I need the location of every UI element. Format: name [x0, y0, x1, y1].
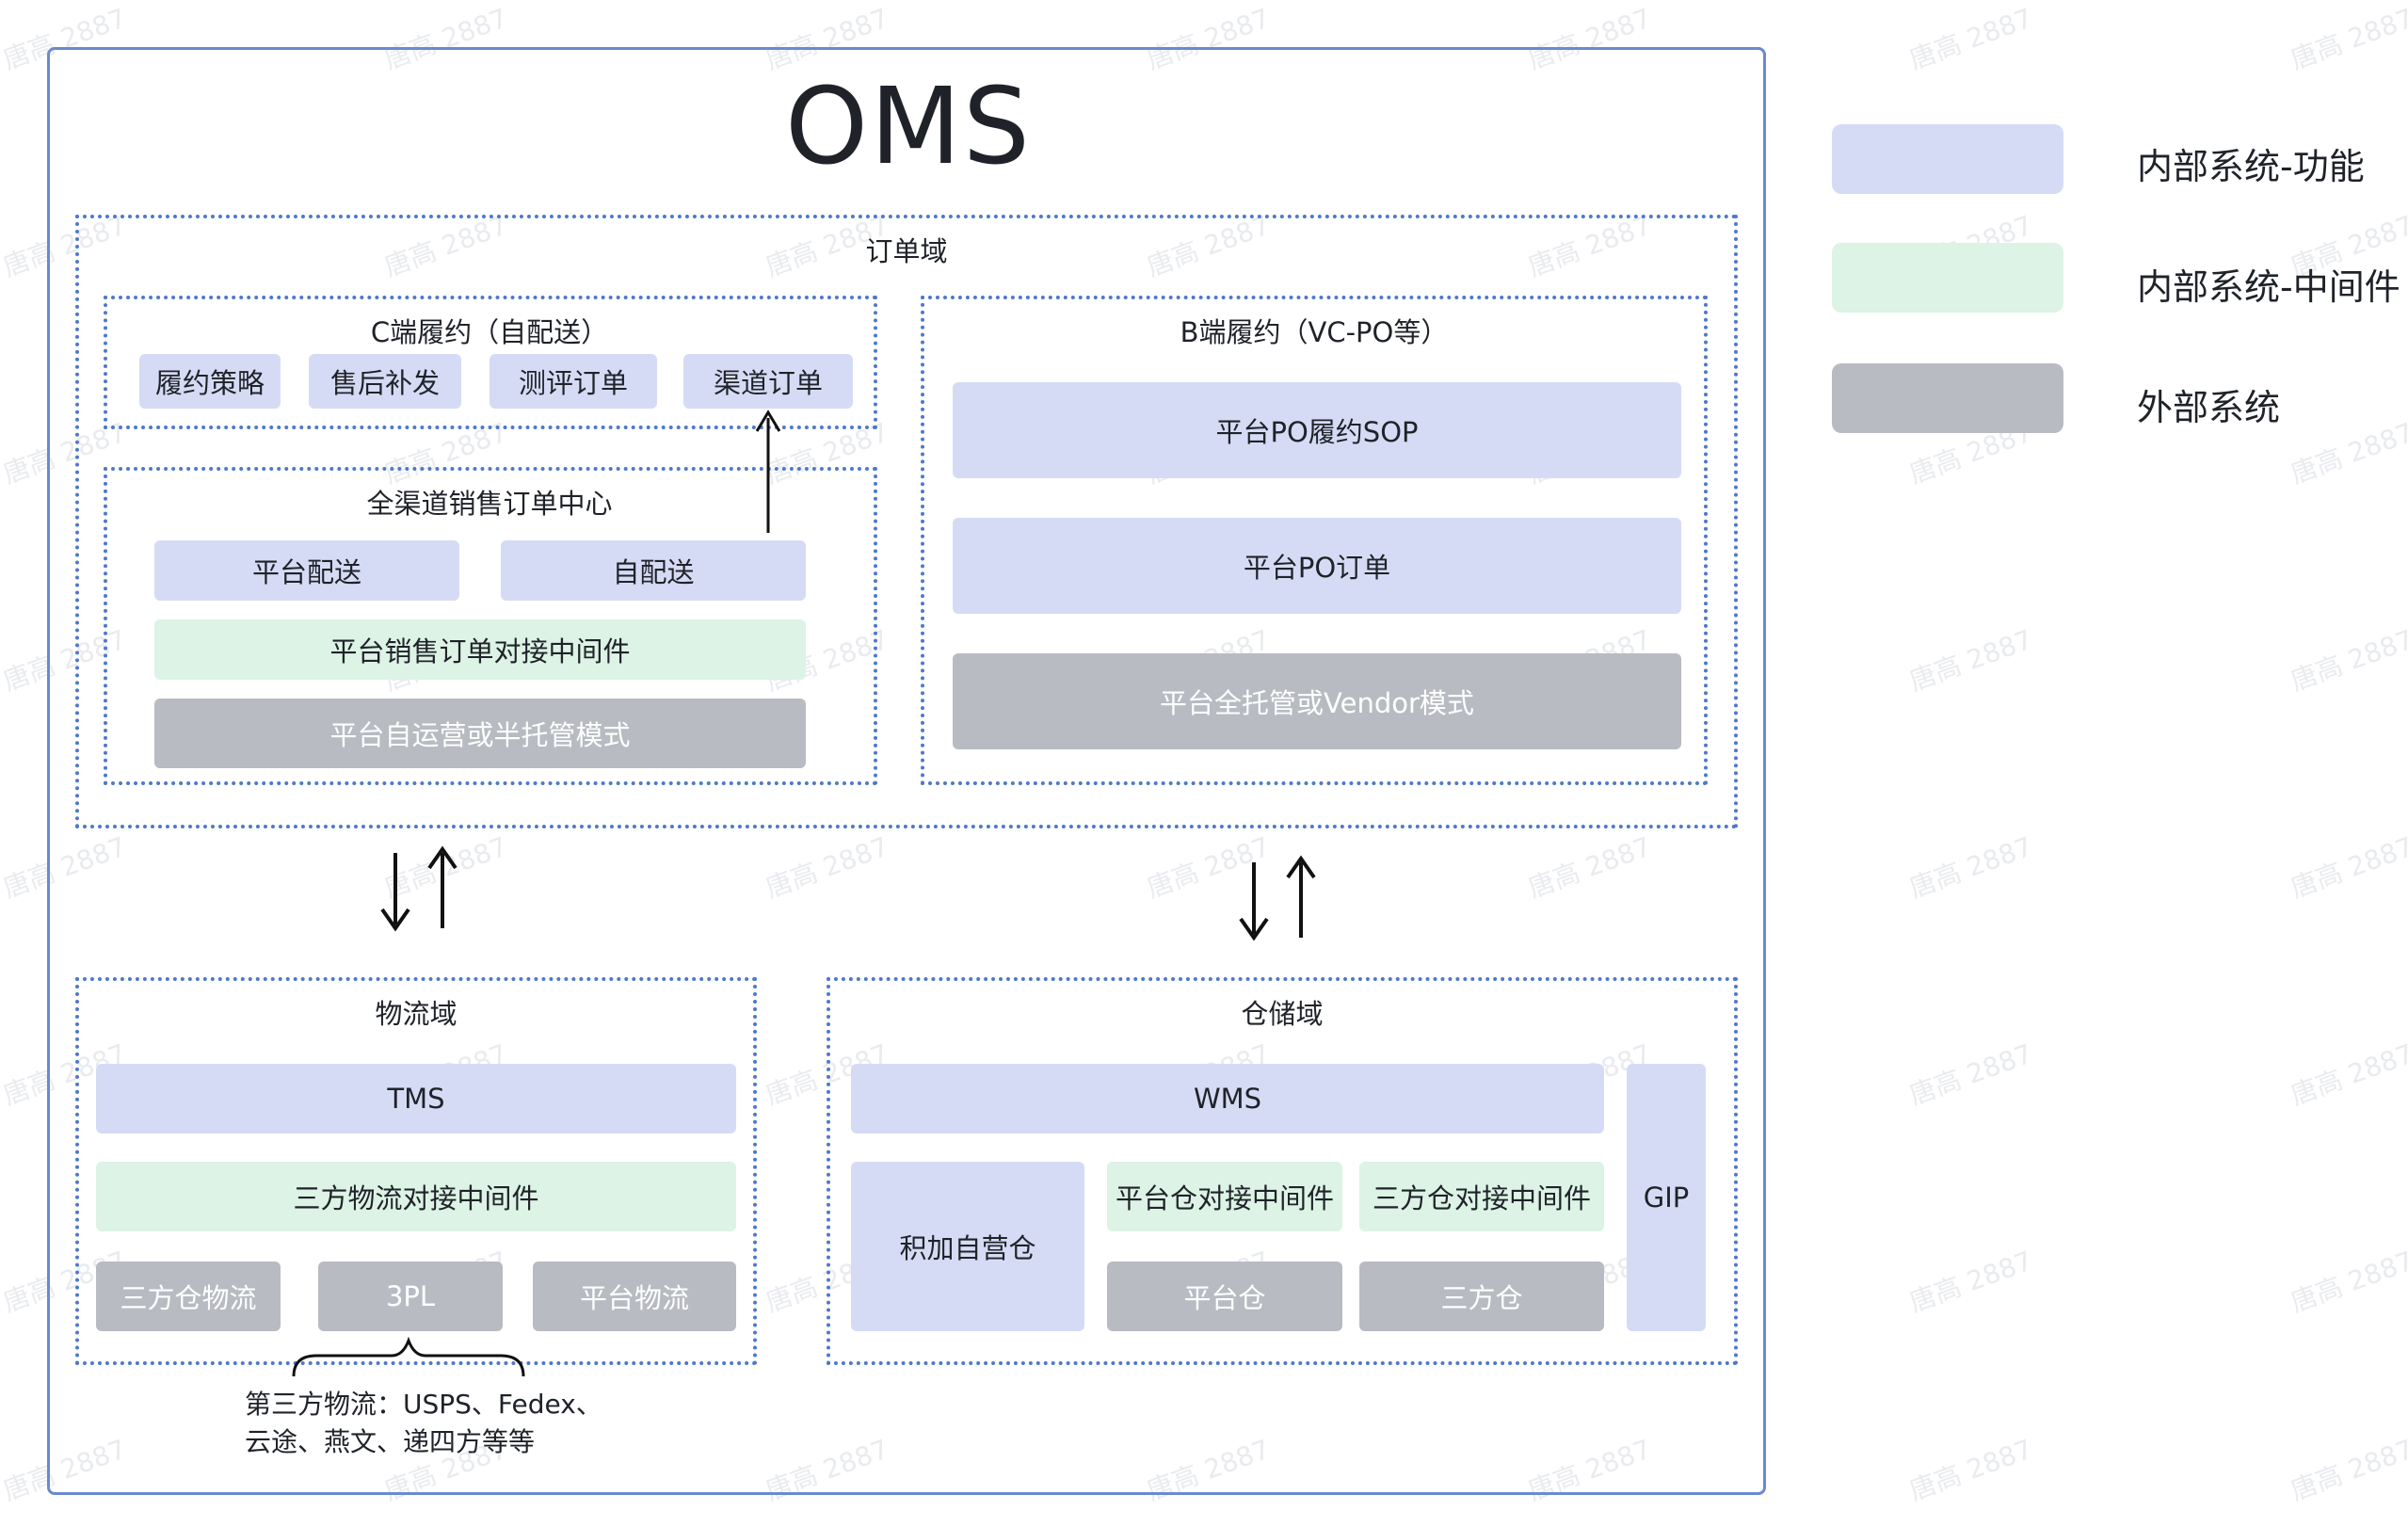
self-operated-mode-box: 平台自运营或半托管模式 [154, 699, 806, 768]
vendor-mode-box: 平台全托管或Vendor模式 [953, 653, 1681, 749]
gip-box: GIP [1627, 1064, 1706, 1331]
po-order-box: 平台PO订单 [953, 518, 1681, 614]
aftersale-reship-box: 售后补发 [309, 354, 461, 409]
third-wh-logistics-box: 三方仓物流 [96, 1262, 281, 1331]
platform-delivery-box: 平台配送 [154, 540, 459, 601]
third-wh-middleware-box: 三方仓对接中间件 [1359, 1162, 1604, 1231]
page-title: OMS [785, 66, 1032, 188]
legend-label-function: 内部系统-功能 [2137, 146, 2365, 187]
order-logistics-arrows [380, 845, 458, 932]
platform-wh-middleware-box: 平台仓对接中间件 [1107, 1162, 1342, 1231]
legend-swatch-middleware [1832, 243, 2063, 313]
self-warehouse-box: 积加自营仓 [851, 1162, 1084, 1331]
third-wh-box: 三方仓 [1359, 1262, 1604, 1331]
3pl-brace [292, 1336, 525, 1377]
b-fulfillment-group [921, 296, 1708, 785]
legend-swatch-external [1832, 363, 2063, 433]
order-domain [75, 215, 1738, 828]
channel-order-box: 渠道订单 [683, 354, 853, 409]
wms-box: WMS [851, 1064, 1604, 1133]
3pl-note-line1: 第三方物流：USPS、Fedex、 [245, 1389, 602, 1420]
warehouse-domain-label: 仓储域 [1241, 998, 1324, 1030]
logistics-domain [75, 977, 757, 1365]
c-fulfillment-label: C端履约（自配送） [370, 316, 609, 348]
legend-label-middleware: 内部系统-中间件 [2137, 266, 2400, 308]
tms-box: TMS [96, 1064, 736, 1133]
3pl-note-line2: 云途、燕文、递四方等等 [245, 1426, 536, 1457]
channel-order-arrow [755, 410, 781, 533]
logistics-domain-label: 物流域 [375, 998, 458, 1030]
omni-channel-center-group [104, 467, 877, 785]
c-fulfillment-group [104, 296, 877, 429]
self-delivery-box: 自配送 [501, 540, 806, 601]
sales-order-middleware-box: 平台销售订单对接中间件 [154, 619, 806, 680]
order-warehouse-arrows [1239, 855, 1316, 941]
warehouse-domain [827, 977, 1738, 1365]
order-domain-label: 订单域 [865, 235, 948, 267]
po-fulfillment-sop-box: 平台PO履约SOP [953, 382, 1681, 478]
platform-logistics-box: 平台物流 [533, 1262, 736, 1331]
review-order-box: 测评订单 [490, 354, 657, 409]
omni-channel-center-label: 全渠道销售订单中心 [366, 488, 613, 520]
logistics-middleware-box: 三方物流对接中间件 [96, 1162, 736, 1231]
oms-frame [47, 47, 1766, 1495]
fulfillment-strategy-box: 履约策略 [139, 354, 281, 409]
legend-swatch-function [1832, 124, 2063, 194]
3pl-note: 第三方物流：USPS、Fedex、 云途、燕文、递四方等等 [245, 1386, 602, 1461]
legend-label-external: 外部系统 [2137, 387, 2281, 428]
3pl-box: 3PL [318, 1262, 503, 1331]
platform-wh-box: 平台仓 [1107, 1262, 1342, 1331]
b-fulfillment-label: B端履约（VC-PO等） [1180, 316, 1449, 348]
